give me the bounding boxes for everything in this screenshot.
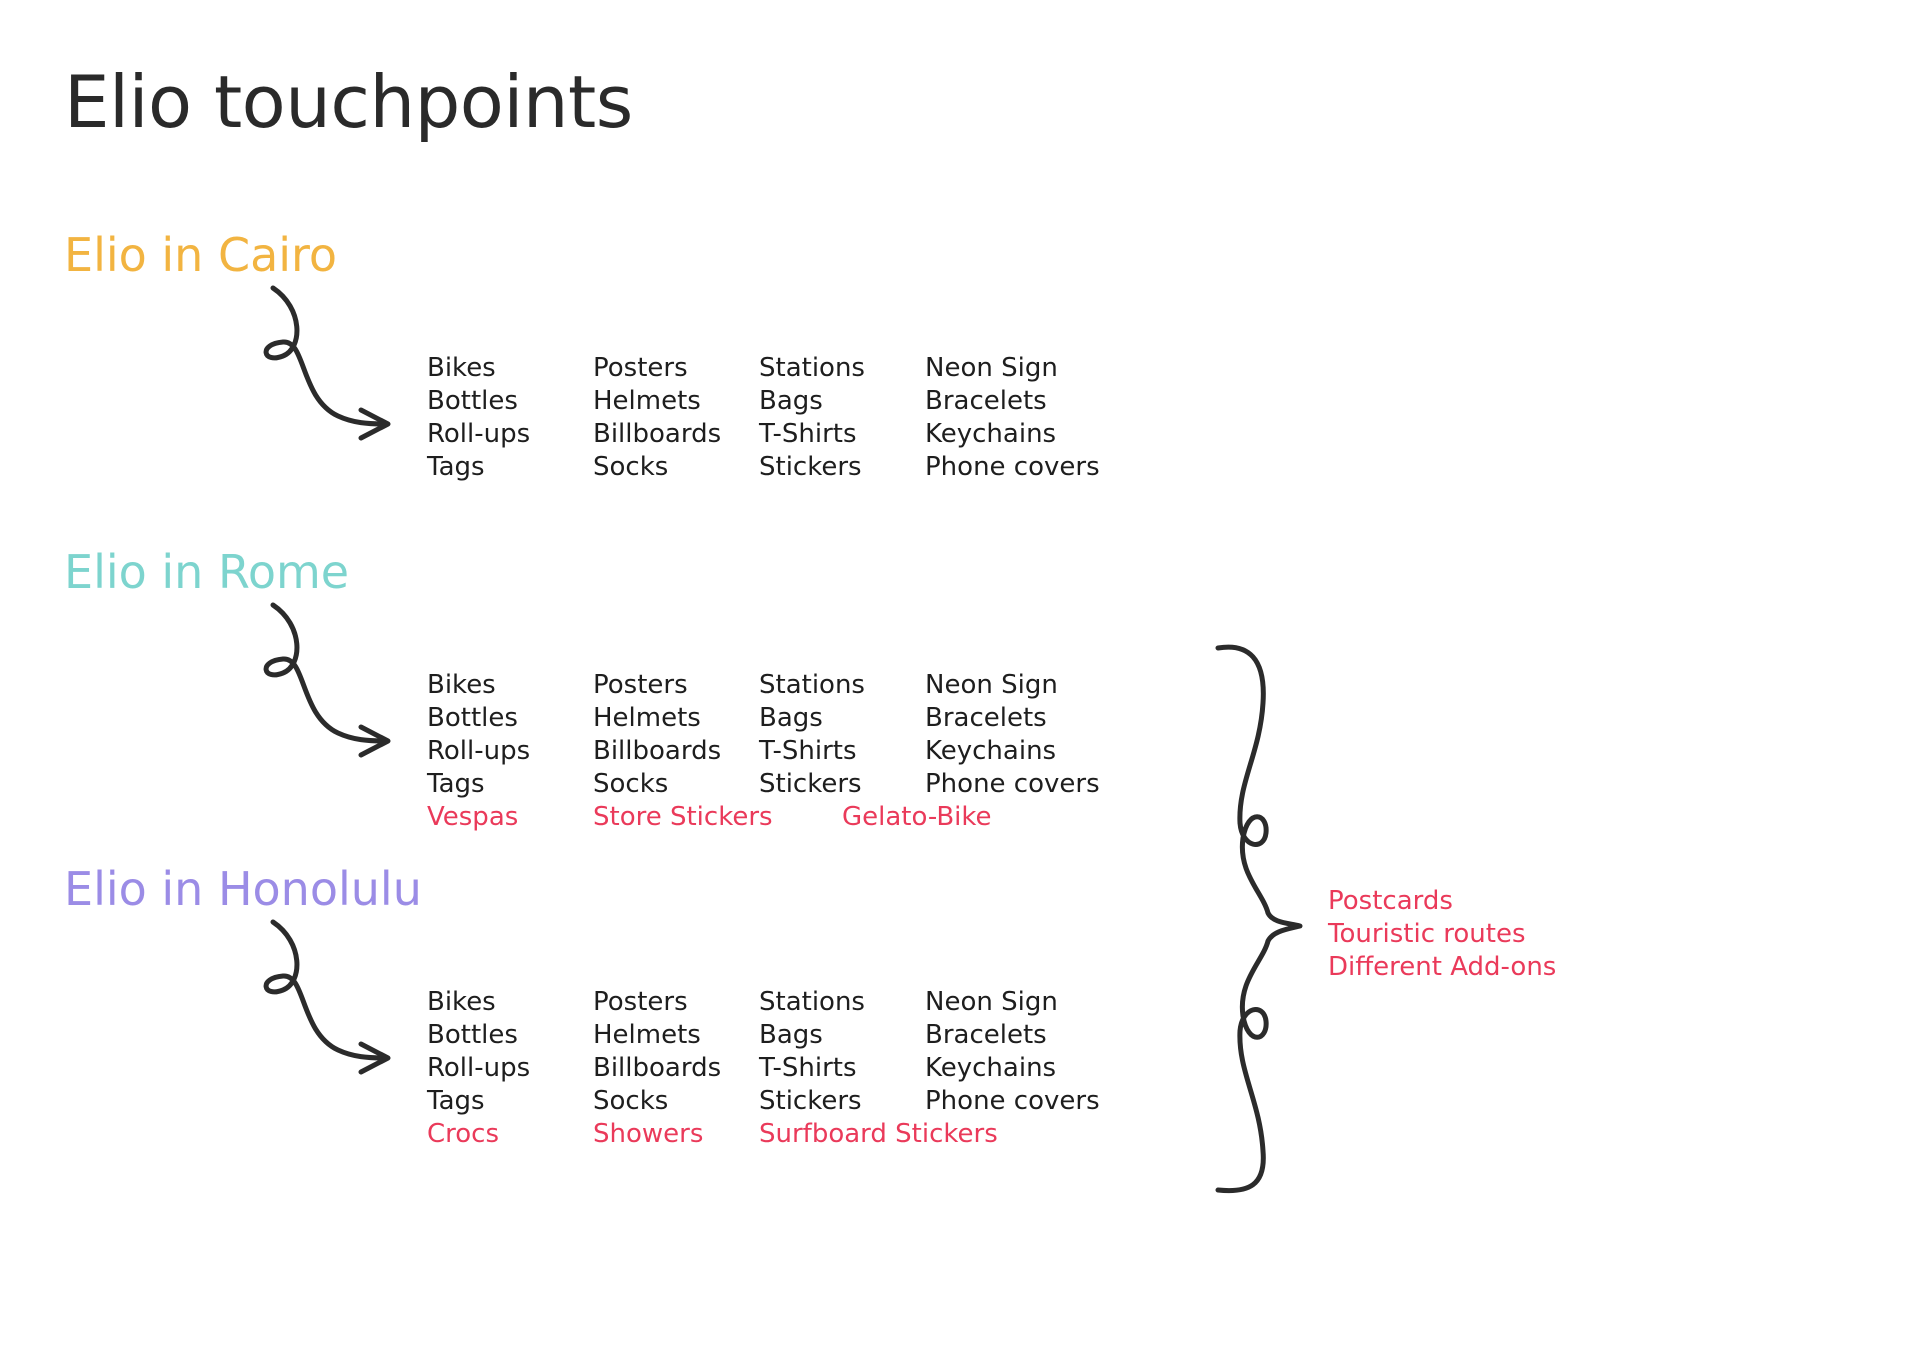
city-specific-item: Surfboard Stickers [759,1119,998,1149]
touchpoint-item: Keychains [925,419,1057,449]
city-specific-item: Showers [593,1119,704,1149]
touchpoint-item: Neon Sign [925,353,1058,383]
touchpoint-item: Tags [427,452,485,482]
touchpoint-item: Stickers [759,452,862,482]
touchpoint-column: Neon Sign Bracelets Keychains Phone cove… [925,669,1100,801]
touchpoint-item: Roll-ups [427,1053,531,1083]
touchpoint-item: Phone covers [925,1086,1100,1116]
touchpoint-column: Bikes Bottles Roll-ups Tags [427,352,530,484]
touchpoint-item: Roll-ups [427,419,531,449]
shared-notes-list: Postcards Touristic routes Different Add… [1328,885,1556,984]
touchpoint-item: Bracelets [925,1020,1047,1050]
touchpoint-grid: Bikes Bottles Roll-ups Tags Posters Helm… [427,986,1327,1186]
touchpoint-item: Stations [759,670,865,700]
touchpoint-item: Stations [759,987,865,1017]
section-title: Elio in Rome [64,545,350,599]
touchpoint-item: T-Shirts [759,736,857,766]
touchpoint-column: Stations Bags T-Shirts Stickers [759,352,865,484]
touchpoint-item: Bikes [427,987,496,1017]
touchpoint-item: Phone covers [925,769,1100,799]
touchpoint-item: Socks [593,1086,669,1116]
touchpoint-item: Billboards [593,736,722,766]
touchpoint-item: Bags [759,1020,823,1050]
touchpoint-item: Tags [427,769,485,799]
touchpoint-item: Helmets [593,1020,701,1050]
city-specific-item: Gelato-Bike [842,802,992,832]
touchpoint-item: Bags [759,386,823,416]
touchpoint-column: Posters Helmets Billboards Socks [593,352,721,484]
touchpoint-item: Phone covers [925,452,1100,482]
city-specific-item: Vespas [427,802,519,832]
shared-note-item: Postcards [1328,886,1453,916]
touchpoint-item: Tags [427,1086,485,1116]
touchpoint-column: Stations Bags T-Shirts Stickers [759,986,865,1118]
touchpoint-item: Keychains [925,1053,1057,1083]
touchpoint-item: Stations [759,353,865,383]
touchpoint-item: Billboards [593,419,722,449]
touchpoint-column: Neon Sign Bracelets Keychains Phone cove… [925,986,1100,1118]
touchpoint-item: Posters [593,987,688,1017]
touchpoint-column: Posters Helmets Billboards Socks [593,669,721,801]
touchpoint-grid: Bikes Bottles Roll-ups Tags Posters Helm… [427,669,1327,869]
touchpoint-item: Helmets [593,386,701,416]
touchpoint-item: Stickers [759,769,862,799]
touchpoint-column: Bikes Bottles Roll-ups Tags [427,986,530,1118]
page-title: Elio touchpoints [64,60,633,144]
touchpoint-item: Bracelets [925,703,1047,733]
shared-note-item: Different Add-ons [1328,952,1557,982]
touchpoint-item: T-Shirts [759,419,857,449]
touchpoint-item: Bottles [427,1020,518,1050]
touchpoint-item: Stickers [759,1086,862,1116]
touchpoint-column: Bikes Bottles Roll-ups Tags [427,669,530,801]
touchpoint-item: Neon Sign [925,987,1058,1017]
touchpoint-item: Socks [593,452,669,482]
city-specific-item: Store Stickers [593,802,773,832]
section-honolulu: Elio in Honolulu Bikes Bottles Roll-ups … [0,866,1920,1166]
touchpoint-column: Neon Sign Bracelets Keychains Phone cove… [925,352,1100,484]
touchpoint-item: Roll-ups [427,736,531,766]
curly-arrow-icon [263,919,391,1075]
touchpoint-item: T-Shirts [759,1053,857,1083]
touchpoint-item: Posters [593,670,688,700]
touchpoint-item: Neon Sign [925,670,1058,700]
shared-note-item: Touristic routes [1328,919,1526,949]
touchpoint-item: Bottles [427,703,518,733]
touchpoint-column: Stations Bags T-Shirts Stickers [759,669,865,801]
touchpoint-column: Posters Helmets Billboards Socks [593,986,721,1118]
touchpoint-item: Socks [593,769,669,799]
touchpoint-item: Bikes [427,670,496,700]
section-title: Elio in Honolulu [64,862,422,916]
touchpoint-item: Posters [593,353,688,383]
touchpoint-item: Bottles [427,386,518,416]
touchpoint-item: Bracelets [925,386,1047,416]
curly-brace-icon [1215,644,1303,1194]
touchpoint-item: Keychains [925,736,1057,766]
section-cairo: Elio in Cairo Bikes Bottles Roll-ups Tag… [0,232,1920,532]
touchpoint-item: Bikes [427,353,496,383]
touchpoint-item: Billboards [593,1053,722,1083]
city-specific-item: Crocs [427,1119,500,1149]
curly-arrow-icon [263,285,391,441]
section-rome: Elio in Rome Bikes Bottles Roll-ups Tags… [0,549,1920,849]
touchpoint-grid: Bikes Bottles Roll-ups Tags Posters Helm… [427,352,1327,552]
touchpoint-item: Bags [759,703,823,733]
section-title: Elio in Cairo [64,228,338,282]
touchpoint-item: Helmets [593,703,701,733]
curly-arrow-icon [263,602,391,758]
